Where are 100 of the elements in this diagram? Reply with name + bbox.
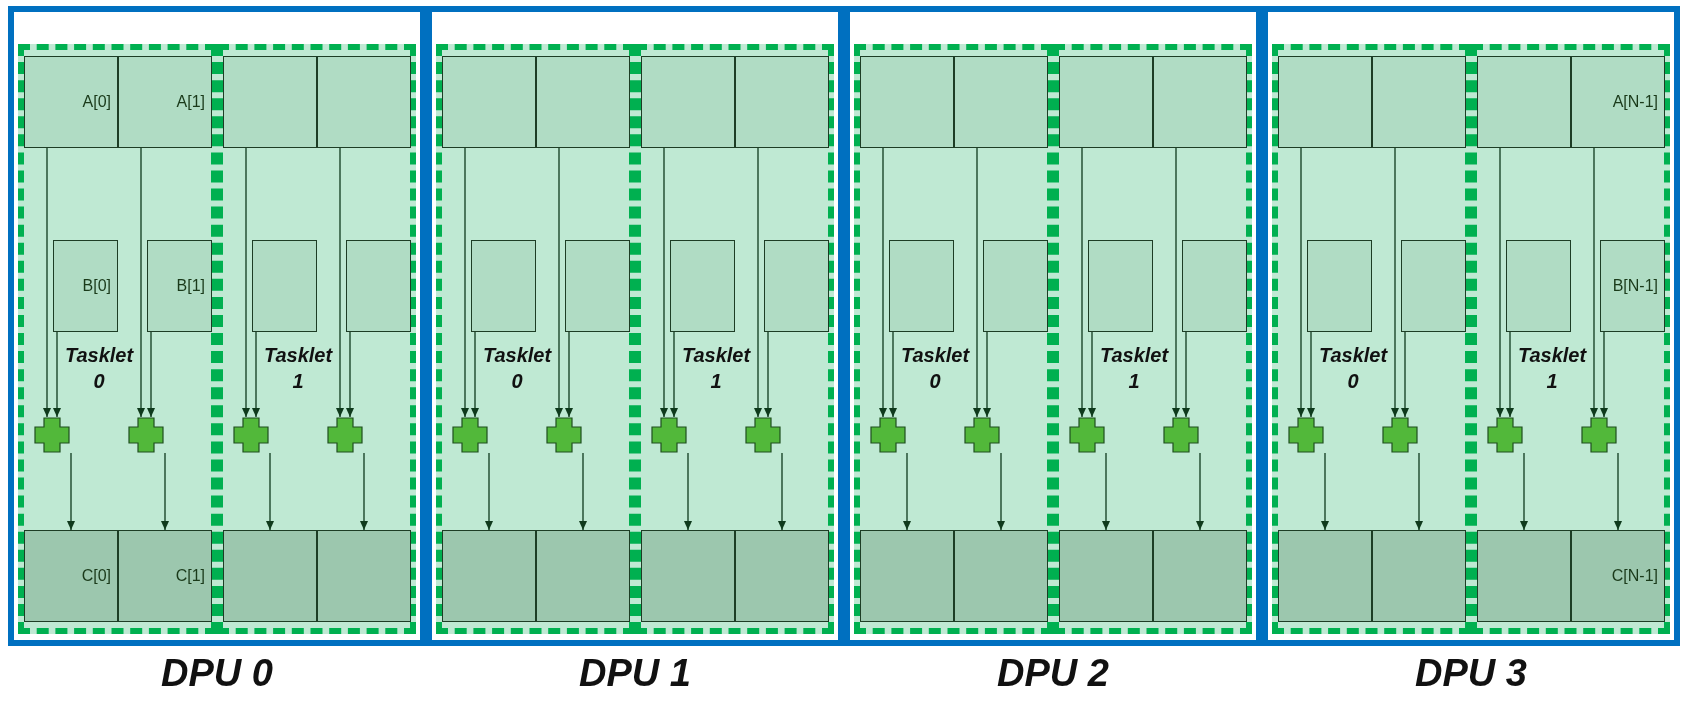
- arrow: [1391, 147, 1399, 418]
- arrow: [471, 331, 479, 418]
- array-element: [670, 240, 735, 332]
- arrow: [778, 452, 786, 531]
- arrow: [147, 331, 155, 418]
- array-element: [1477, 530, 1571, 622]
- arrow: [1415, 452, 1423, 531]
- array-element: [1059, 530, 1153, 622]
- array-element: [983, 240, 1048, 332]
- array-element: C[1]: [118, 530, 212, 622]
- arrow: [266, 452, 274, 531]
- arrow: [997, 452, 1005, 531]
- tasklet-region: [436, 44, 635, 634]
- arrow: [1172, 147, 1180, 418]
- arrow: [360, 452, 368, 531]
- array-element: [735, 530, 829, 622]
- arrow: [336, 147, 344, 418]
- arrow: [889, 331, 897, 418]
- dpu-label: DPU 3: [1415, 652, 1527, 695]
- arrow: [485, 452, 493, 531]
- tasklet-region: [854, 44, 1053, 634]
- array-element: [1059, 56, 1153, 148]
- array-element: [764, 240, 829, 332]
- tasklet-label: Tasklet 1: [1516, 343, 1588, 394]
- arrow: [1297, 147, 1305, 418]
- arrow: [1088, 331, 1096, 418]
- array-element: [252, 240, 317, 332]
- array-element: A[N-1]: [1571, 56, 1665, 148]
- array-element: [1278, 56, 1372, 148]
- array-element: [442, 530, 536, 622]
- dpu-label: DPU 2: [997, 652, 1109, 695]
- tasklet-label: Tasklet 0: [63, 343, 135, 394]
- arrow: [684, 452, 692, 531]
- arrow: [242, 147, 250, 418]
- arrow: [252, 331, 260, 418]
- array-element: [1372, 56, 1466, 148]
- tasklet-label: Tasklet 0: [481, 343, 553, 394]
- tasklet-region: [635, 44, 834, 634]
- arrow: [1078, 147, 1086, 418]
- array-element: [1278, 530, 1372, 622]
- array-element: [860, 56, 954, 148]
- arrow: [879, 147, 887, 418]
- arrow: [161, 452, 169, 531]
- tasklet-region: [217, 44, 416, 634]
- array-element: [1153, 56, 1247, 148]
- tasklet-label: Tasklet 1: [680, 343, 752, 394]
- tasklet-label: Tasklet 0: [899, 343, 971, 394]
- array-element: [889, 240, 954, 332]
- array-element: [1401, 240, 1466, 332]
- array-element: [1506, 240, 1571, 332]
- arrow: [1590, 147, 1598, 418]
- array-element: [641, 530, 735, 622]
- array-element: [1307, 240, 1372, 332]
- array-element: [1477, 56, 1571, 148]
- arrow: [1496, 147, 1504, 418]
- arrow: [555, 147, 563, 418]
- array-element: A[0]: [24, 56, 118, 148]
- array-element: B[1]: [147, 240, 212, 332]
- array-element: [1088, 240, 1153, 332]
- array-element: [860, 530, 954, 622]
- arrow: [461, 147, 469, 418]
- tasklet-region: [1272, 44, 1471, 634]
- array-element: [317, 530, 411, 622]
- arrow: [53, 331, 61, 418]
- array-element: [1182, 240, 1247, 332]
- arrow: [973, 147, 981, 418]
- arrow: [903, 452, 911, 531]
- array-element: C[N-1]: [1571, 530, 1665, 622]
- arrow: [1307, 331, 1315, 418]
- arrow: [1321, 452, 1329, 531]
- array-element: [317, 56, 411, 148]
- array-element: [735, 56, 829, 148]
- arrow: [43, 147, 51, 418]
- arrow: [67, 452, 75, 531]
- arrow: [983, 331, 991, 418]
- array-element: [536, 56, 630, 148]
- array-element: [1153, 530, 1247, 622]
- array-element: B[0]: [53, 240, 118, 332]
- array-element: [954, 530, 1048, 622]
- tasklet-region: [1471, 44, 1670, 634]
- arrow: [660, 147, 668, 418]
- arrow: [1196, 452, 1204, 531]
- arrow: [1182, 331, 1190, 418]
- array-element: [641, 56, 735, 148]
- array-element: [954, 56, 1048, 148]
- array-element: [471, 240, 536, 332]
- array-element: C[0]: [24, 530, 118, 622]
- array-element: A[1]: [118, 56, 212, 148]
- arrow: [670, 331, 678, 418]
- array-element: [346, 240, 411, 332]
- arrow: [764, 331, 772, 418]
- dpu-label: DPU 1: [579, 652, 691, 695]
- array-element: [565, 240, 630, 332]
- arrow: [1600, 331, 1608, 418]
- dpu-label: DPU 0: [161, 652, 273, 695]
- tasklet-region: [18, 44, 217, 634]
- array-element: [223, 56, 317, 148]
- tasklet-label: Tasklet 1: [1098, 343, 1170, 394]
- array-element: B[N-1]: [1600, 240, 1665, 332]
- arrow: [754, 147, 762, 418]
